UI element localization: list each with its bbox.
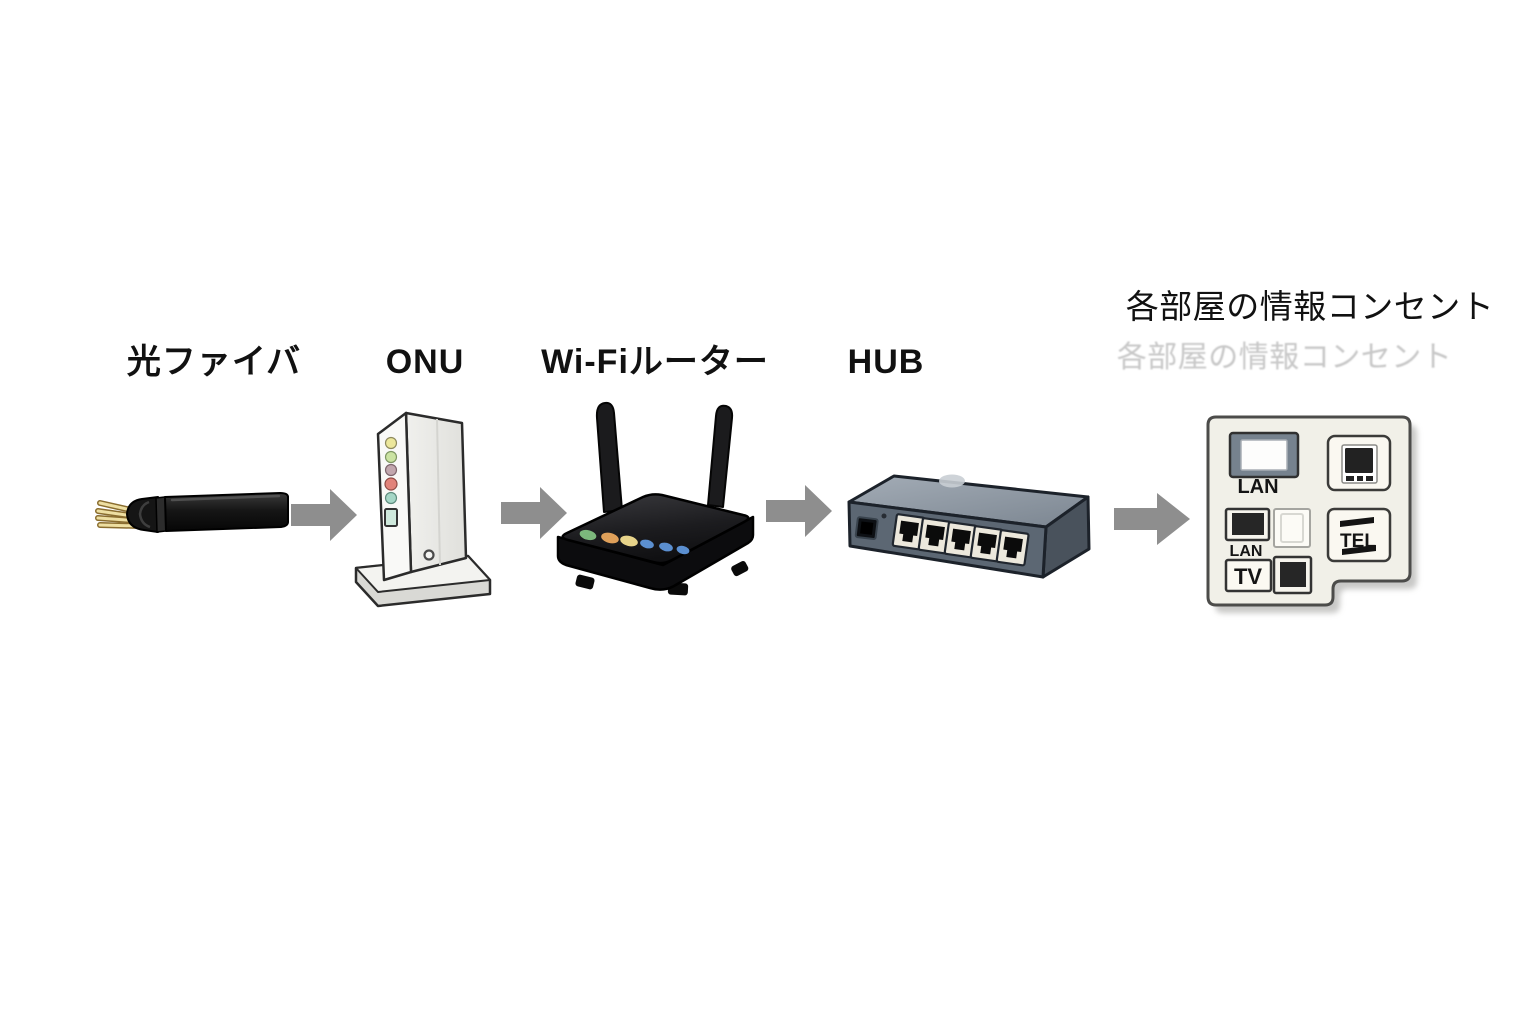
module-jack-hole [1345, 448, 1373, 473]
hub-lan-ports [891, 513, 1030, 567]
fiber-body [164, 492, 289, 532]
hub-port-jack [1003, 536, 1023, 559]
router-foot [575, 574, 595, 590]
hub-lan-port-4 [969, 525, 1004, 563]
fiber-cable [95, 492, 289, 533]
fiber-boot [126, 496, 159, 533]
module-jack-contact [1346, 476, 1354, 481]
label-hub: HUB [847, 343, 925, 381]
tel-bar-bottom [1342, 545, 1376, 555]
module-jack-contact [1357, 476, 1363, 481]
hub-top-highlight [939, 474, 965, 488]
tel-bar-top [1340, 517, 1374, 527]
label-wall-outlet: 各部屋の情報コンセント [1125, 288, 1495, 325]
router-antenna-left [595, 401, 623, 513]
router-foot [731, 561, 749, 577]
hub-lan-port-1 [891, 513, 926, 551]
router-led-power [579, 529, 597, 541]
onu-led-2 [384, 450, 398, 464]
label-fiber: 光ファイバ [126, 343, 302, 381]
onu-body-front [404, 411, 468, 574]
lan-large-label: LAN [1237, 476, 1278, 498]
black-port-hole [1280, 562, 1306, 587]
module-jack-contact [1366, 476, 1373, 481]
onu-led-5 [384, 491, 398, 505]
router-led-lan1 [640, 539, 654, 549]
hub-power-port-hole [860, 521, 874, 535]
hub-power-port [854, 516, 879, 541]
label-wifi-router: Wi-Fiルーター [541, 343, 769, 381]
hub-power-led [881, 513, 887, 519]
hub-port-jack [977, 532, 997, 555]
router-led-lan3 [676, 545, 690, 555]
lan-small-hole [1232, 513, 1264, 535]
fiber-body-highlight [170, 494, 281, 502]
label-onu: ONU [385, 343, 465, 381]
onu-button [423, 549, 435, 561]
tv-jack-bezel [1224, 558, 1273, 593]
onu-led-1 [384, 436, 398, 450]
hub-port-jack [899, 520, 919, 543]
router-feet [575, 561, 749, 596]
label-wall-outlet-ghost: 各部屋の情報コンセント [1116, 341, 1453, 374]
blank-port-inner [1280, 513, 1304, 543]
blank-port [1273, 508, 1311, 548]
onu-led-3 [384, 463, 398, 477]
onu-body-seam [436, 418, 441, 566]
onu-optical-port [384, 508, 398, 527]
hub-device [847, 474, 1091, 579]
hub-port-jack [951, 528, 971, 551]
flow-arrow-4 [1114, 493, 1190, 545]
router-body-side [556, 515, 755, 591]
router-led-wifi [620, 535, 638, 547]
router-led-internet [601, 532, 619, 544]
lan-small-label: LAN [1230, 543, 1263, 560]
onu-led-4 [384, 477, 398, 491]
onu-device [354, 411, 492, 608]
lan-large-jack [1240, 439, 1288, 471]
hub-port-jack [925, 524, 945, 547]
flow-arrow-1 [291, 489, 357, 541]
wifi-router [556, 401, 755, 596]
router-body-top [561, 493, 750, 565]
fiber-boot-highlight [138, 500, 151, 529]
hub-lan-port-5 [995, 529, 1030, 567]
tv-label: TV [1234, 564, 1262, 589]
wall-outlet: LAN LAN TEL TV [1206, 415, 1417, 613]
router-antenna-right [707, 404, 734, 508]
flow-arrow-2 [501, 487, 567, 539]
router-status-leds [579, 529, 690, 555]
router-led-lan2 [659, 542, 673, 552]
flow-arrow-3 [766, 485, 832, 537]
